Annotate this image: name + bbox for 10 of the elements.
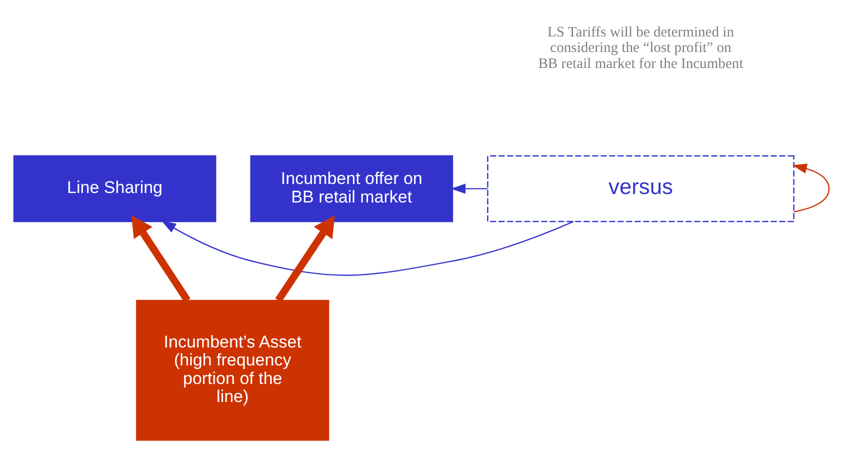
node-box: Incumbent offer on BB retail market: [250, 155, 453, 222]
node-box: Incumbent’s Asset (high frequency portion of the line): [136, 300, 329, 441]
node-box: versus: [486, 155, 794, 222]
arrow: [450, 184, 488, 194]
label: LS Tariffs will be determined in considering the “lost profit” on BB retail market for the Incumbent: [538, 24, 743, 72]
arrow: [274, 215, 334, 302]
node-box: Line Sharing: [12, 155, 216, 222]
arrow: [792, 164, 830, 212]
arrow: [160, 220, 574, 276]
arrow: [130, 215, 190, 302]
